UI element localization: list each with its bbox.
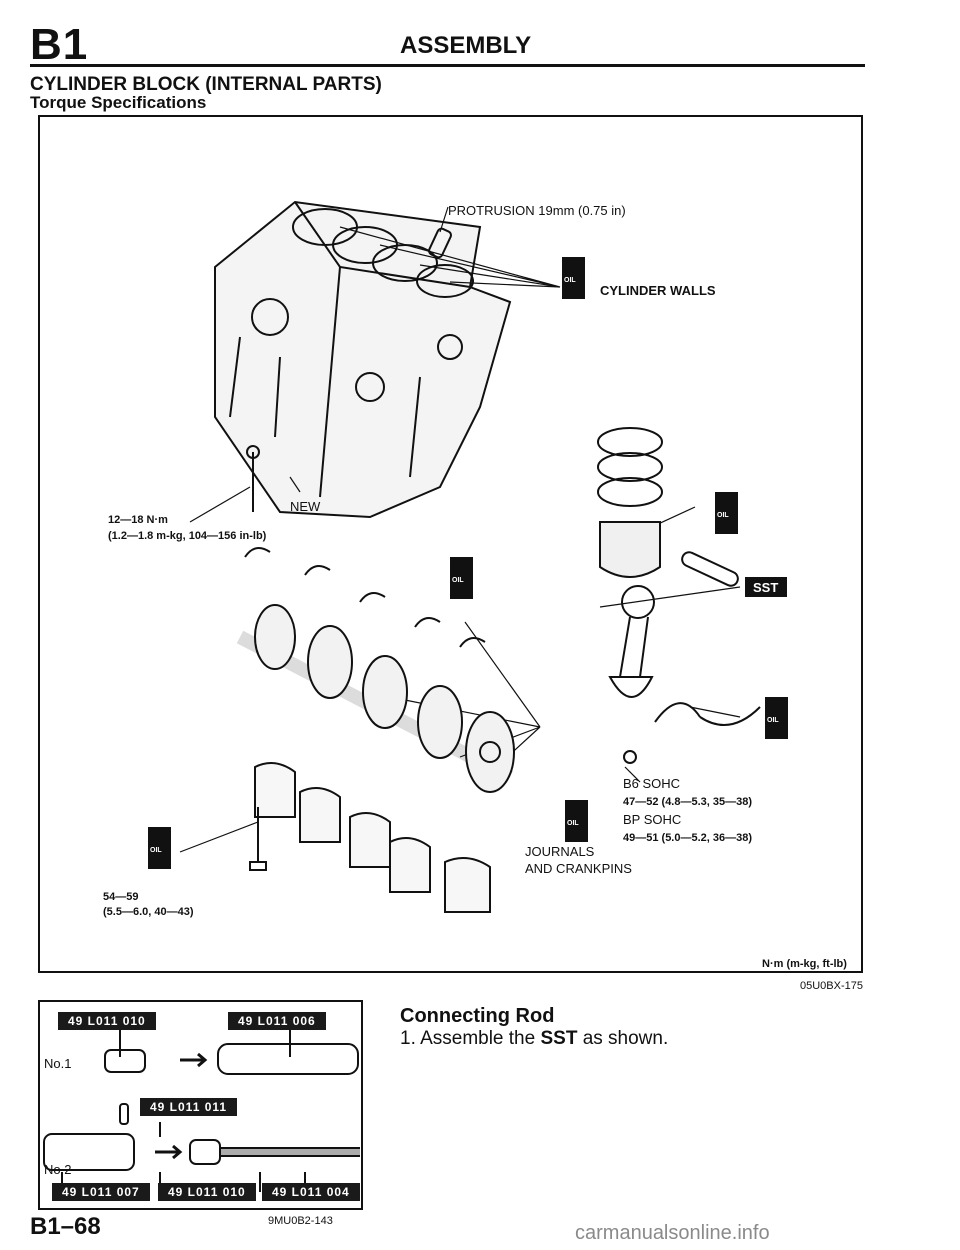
header-rule	[30, 64, 865, 67]
crankpins-label: AND CRANKPINS	[525, 861, 632, 876]
new-label: NEW	[290, 499, 321, 514]
part-number-tag: 49 L011 011	[140, 1098, 238, 1116]
subsection-heading: Torque Specifications	[30, 93, 207, 112]
main-bearing-caps	[254, 762, 491, 913]
crankshaft-drawing	[236, 604, 515, 793]
part-number-tag: 49 L011 010	[58, 1012, 156, 1030]
no2-label: No.2	[44, 1162, 72, 1177]
b6-sohc-label: B6 SOHC	[623, 776, 681, 791]
oil-marks	[148, 257, 788, 869]
sst-badge-label: SST	[753, 580, 778, 595]
piston-and-rings-drawing	[597, 427, 739, 587]
sst-no1-tool	[104, 1049, 146, 1073]
instruction-step: 1. Assemble the SST as shown.	[400, 1028, 668, 1050]
torque-spec-cap: 54—59	[103, 891, 139, 903]
figure-id: 05U0BX-175	[800, 980, 863, 992]
engine-block-illustration: OIL OIL OIL OIL OIL OIL SST	[148, 200, 788, 913]
b6-torque-spec: 47—52 (4.8—5.3, 35—38)	[623, 796, 753, 808]
sst-badge	[745, 577, 787, 597]
section-code: B1	[30, 20, 89, 69]
step-sst-keyword: SST	[540, 1028, 578, 1049]
step-text: 1. Assemble the	[400, 1028, 541, 1049]
connecting-rod-heading: Connecting Rod	[400, 1005, 555, 1027]
arrow-icon	[180, 1052, 208, 1068]
journals-label: JOURNALS	[525, 844, 595, 859]
page-header-title: ASSEMBLY	[400, 32, 532, 59]
step-text-end: as shown.	[577, 1028, 669, 1049]
part-number-tag: 49 L011 006	[228, 1012, 326, 1030]
oil-mark-label: OIL	[717, 512, 729, 519]
torque-spec-cap-detail: (5.5—6.0, 40—43)	[103, 906, 194, 918]
oil-mark-label: OIL	[767, 717, 779, 724]
part-number-tag: 49 L011 010	[158, 1183, 256, 1201]
watermark: carmanualsonline.info	[575, 1222, 770, 1244]
protrusion-label: PROTRUSION 19mm (0.75 in)	[448, 203, 626, 218]
sst-no2-tool	[43, 1133, 135, 1171]
part-number-tag: 49 L011 004	[262, 1183, 360, 1201]
section-heading: CYLINDER BLOCK (INTERNAL PARTS)	[30, 74, 382, 95]
torque-spec-main: 12—18 N·m	[108, 514, 168, 526]
sst-sleeve	[217, 1043, 359, 1075]
part-number-tag: 49 L011 007	[52, 1183, 150, 1201]
oil-mark-label: OIL	[452, 577, 464, 584]
connecting-rod-drawing	[608, 585, 761, 764]
page-number: B1–68	[30, 1213, 101, 1240]
cylinder-block-drawing	[214, 200, 512, 519]
upper-bearing-shells	[244, 547, 486, 648]
units-legend: N·m (m-kg, ft-lb)	[762, 958, 847, 970]
sst-figure-id: 9MU0B2-143	[268, 1215, 333, 1227]
bp-torque-spec: 49—51 (5.0—5.2, 36—38)	[623, 832, 753, 844]
sst-illustration	[43, 1030, 360, 1192]
sst-figure	[38, 1000, 363, 1210]
bp-sohc-label: BP SOHC	[623, 812, 682, 827]
no1-label: No.1	[44, 1056, 72, 1071]
oil-mark-label: OIL	[564, 277, 576, 284]
bolts-drawing	[246, 445, 267, 871]
torque-spec-main-detail: (1.2—1.8 m-kg, 104—156 in-lb)	[108, 530, 267, 542]
cylinder-walls-label: CYLINDER WALLS	[600, 283, 716, 298]
oil-mark-label: OIL	[150, 847, 162, 854]
exploded-view-figure	[38, 115, 863, 973]
oil-mark-label: OIL	[567, 820, 579, 827]
arrow-icon	[155, 1144, 183, 1160]
